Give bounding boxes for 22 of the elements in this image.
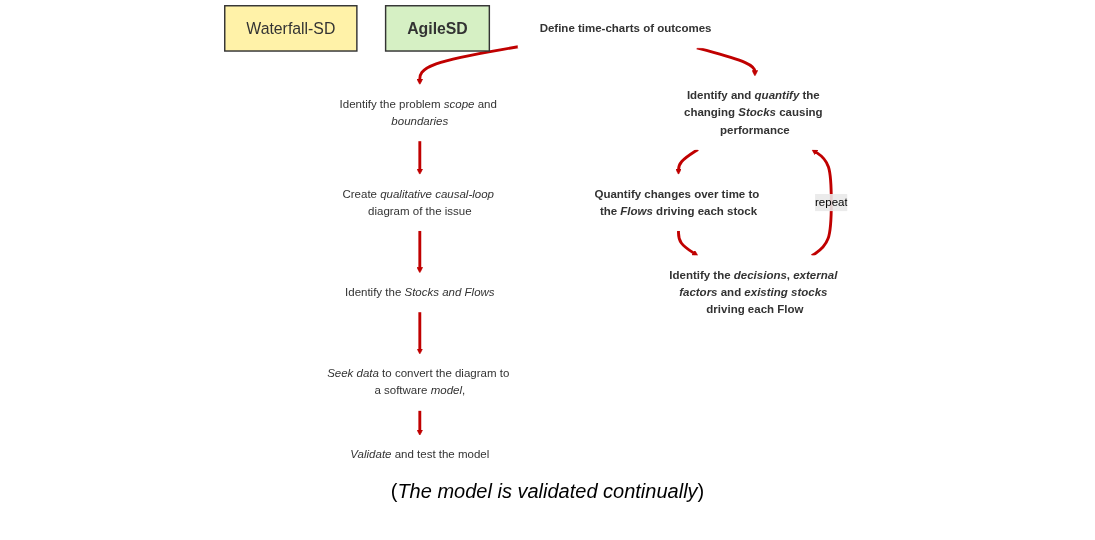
- node-text: Create qualitative causal-loop diagram of the issue: [342, 187, 495, 218]
- arrow: [416, 230, 424, 274]
- node-text: Define time-charts of outcomes: [539, 21, 712, 35]
- arrow: [416, 45, 519, 86]
- node-text: Identify the decisions, external factors and existing stocks driving each Flow: [669, 268, 838, 316]
- node-box: AgileSD: [385, 5, 491, 52]
- node-text: Quantify changes over time to the Flows driving each stock: [594, 187, 760, 218]
- arrow: [416, 410, 424, 436]
- arrow: [696, 46, 759, 77]
- arrow: [675, 148, 699, 175]
- node-text: Identify the problem scope and boundaries: [339, 97, 498, 128]
- node-text: Validate and test the model: [350, 448, 490, 461]
- node-box: Waterfall-SD: [224, 5, 358, 52]
- arrow: [677, 230, 699, 257]
- arrow: [811, 149, 833, 257]
- edge-label: repeat: [815, 196, 848, 209]
- arrow: [416, 311, 424, 355]
- note-text: (The model is validated continually): [390, 480, 705, 503]
- arrow: [416, 140, 424, 175]
- node-text: Seek data to convert the diagram to a software model,: [327, 367, 510, 397]
- node-text: Identify and quantify the changing Stocks causing performance: [684, 89, 823, 136]
- node-text: Identify the Stocks and Flows: [345, 285, 495, 299]
